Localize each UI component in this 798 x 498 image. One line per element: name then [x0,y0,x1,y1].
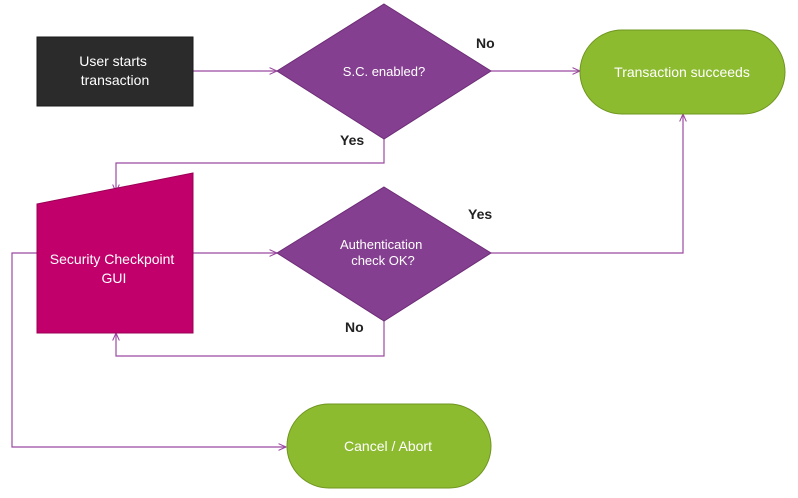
gui-label-line1: Security Checkpoint [50,251,175,267]
start-label-line1: User starts [79,53,147,69]
success-label: Transaction succeeds [614,64,750,80]
edge-label-auth-yes: Yes [468,206,492,222]
cancel-label: Cancel / Abort [344,438,432,454]
start-label-line2: transaction [81,72,149,88]
decision-auth-diamond [276,186,492,322]
edge-label-sc-yes: Yes [340,132,364,148]
decision-authentication: Authentication check OK? [276,186,492,322]
cancel-terminal [286,403,492,489]
connectors [11,71,683,447]
svg-text:Authentication check OK?: Authentication check OK? [340,237,426,268]
success-node: Transaction succeeds [579,29,786,115]
svg-text:Security Checkpoint GUI: Security Checkpoint GUI [50,251,178,286]
decision-auth-label-line2: check OK? [351,253,415,268]
gui-manual-input-shape [36,172,194,334]
start-box [36,36,194,107]
connector-auth-yes-to-success [491,114,683,254]
connector-sc-yes-to-gui [116,139,385,192]
start-node: User starts transaction [36,36,194,107]
gui-node: Security Checkpoint GUI [36,172,194,334]
cancel-node: Cancel / Abort [286,403,492,489]
svg-text:User starts transaction: User starts transaction [79,53,151,88]
edge-label-sc-no: No [476,35,495,51]
connector-auth-no-to-gui [116,321,385,357]
decision-sc-diamond [276,3,492,140]
success-terminal [579,29,786,115]
decision-sc-enabled: S.C. enabled? [276,3,492,140]
decision-auth-label-line1: Authentication [340,237,422,252]
decision-sc-label: S.C. enabled? [343,64,425,79]
edge-label-auth-no: No [345,319,364,335]
gui-label-line2: GUI [102,270,127,286]
connector-gui-to-cancel [11,252,286,447]
